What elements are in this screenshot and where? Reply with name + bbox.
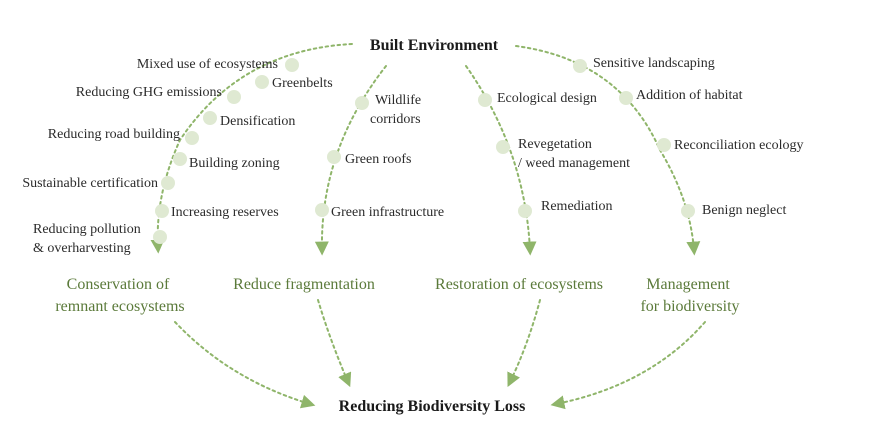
item-densification: Densification: [220, 114, 295, 129]
node-dot: [203, 111, 217, 125]
item-reducing-pollution-line1: Reducing pollution: [33, 222, 141, 237]
item-reducing-pollution-line2: & overharvesting: [33, 241, 131, 256]
item-green-infrastructure: Green infrastructure: [331, 205, 444, 220]
node-dot: [255, 75, 269, 89]
node-dot: [657, 138, 671, 152]
category-conservation: Conservation of remnant ecosystems: [55, 276, 184, 315]
node-dot: [227, 90, 241, 104]
node-dot: [518, 204, 532, 218]
node-dot: [161, 176, 175, 190]
node-dot: [173, 152, 187, 166]
item-wildlife-line1: Wildlife: [375, 93, 421, 108]
category-management-line2: for biodiversity: [640, 298, 739, 315]
item-greenbelts: Greenbelts: [272, 76, 333, 91]
item-mixed-use: Mixed use of ecosystems: [137, 57, 278, 72]
node-dot: [153, 230, 167, 244]
node-dot: [681, 204, 695, 218]
node-dot: [185, 131, 199, 145]
item-increasing-reserves: Increasing reserves: [171, 205, 279, 220]
category-management-line1: Management: [646, 276, 730, 293]
fragmentation-to-loss-path: [317, 299, 352, 388]
item-wildlife-corridors: Wildlife corridors: [370, 93, 425, 127]
item-revegetation-line1: Revegetation: [518, 137, 592, 152]
category-management: Management for biodiversity: [640, 276, 739, 315]
item-wildlife-line2: corridors: [370, 112, 421, 127]
node-dot: [573, 59, 587, 73]
bottom-title: Reducing Biodiversity Loss: [339, 398, 526, 415]
item-building-zoning: Building zoning: [189, 156, 280, 171]
item-reconciliation-ecology: Reconciliation ecology: [674, 138, 803, 153]
item-sensitive-landscaping: Sensitive landscaping: [593, 56, 715, 71]
node-dot: [285, 58, 299, 72]
node-dot: [327, 150, 341, 164]
item-revegetation-line2: / weed management: [518, 156, 630, 171]
node-markers: [153, 58, 695, 244]
restoration-path: [465, 65, 537, 256]
node-dot: [355, 96, 369, 110]
item-ghg: Reducing GHG emissions: [76, 85, 222, 100]
item-reducing-pollution: Reducing pollution & overharvesting: [33, 222, 144, 256]
item-revegetation: Revegetation / weed management: [518, 137, 630, 171]
top-title: Built Environment: [370, 37, 499, 54]
node-dot: [478, 93, 492, 107]
item-road-building: Reducing road building: [48, 127, 180, 142]
item-sustainable-cert: Sustainable certification: [22, 176, 158, 191]
node-dot: [155, 204, 169, 218]
node-dot: [496, 140, 510, 154]
category-conservation-line2: remnant ecosystems: [55, 298, 184, 315]
restoration-to-loss-path: [507, 299, 541, 388]
node-dot: [619, 91, 633, 105]
item-benign-neglect: Benign neglect: [702, 203, 786, 218]
node-dot: [315, 203, 329, 217]
item-remediation: Remediation: [541, 199, 613, 214]
category-restoration: Restoration of ecosystems: [435, 276, 603, 293]
item-addition-of-habitat: Addition of habitat: [636, 88, 743, 103]
conservation-to-loss-path: [174, 321, 316, 409]
category-fragmentation: Reduce fragmentation: [233, 276, 375, 293]
category-conservation-line1: Conservation of: [67, 276, 170, 293]
item-green-roofs: Green roofs: [345, 152, 411, 167]
item-ecological-design: Ecological design: [497, 91, 597, 106]
management-to-loss-path: [550, 321, 706, 410]
